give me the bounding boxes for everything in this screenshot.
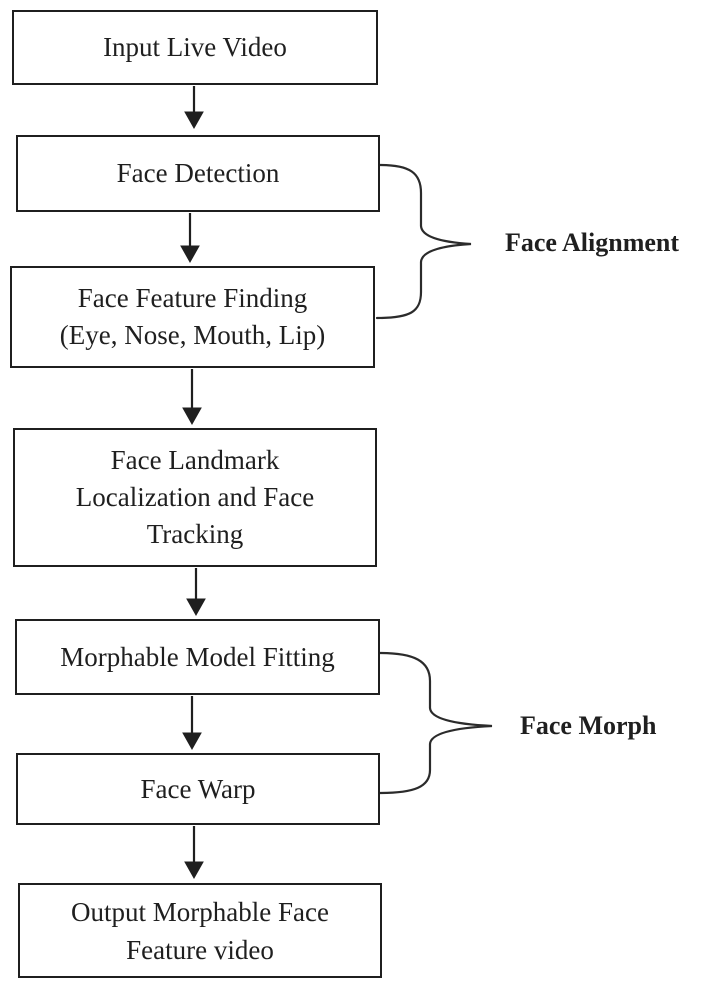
node-label: Output Morphable Face Feature video: [71, 896, 329, 965]
node-label: Face Landmark Localization and Face Trac…: [75, 445, 315, 549]
flow-arrow: [184, 86, 204, 130]
node-face-warp: Face Warp: [16, 753, 380, 825]
node-face-landmark-tracking: Face Landmark Localization and Face Trac…: [13, 428, 377, 567]
node-input-live-video: Input Live Video: [12, 10, 378, 85]
node-morphable-model-fitting: Morphable Model Fitting: [15, 619, 380, 695]
flow-arrow: [182, 696, 202, 751]
node-label: Face Warp: [140, 773, 256, 804]
flow-arrow: [180, 213, 200, 264]
flow-arrow: [186, 568, 206, 617]
node-face-detection: Face Detection: [16, 135, 380, 212]
node-output-morphable-face: Output Morphable Face Feature video: [18, 883, 382, 978]
flow-arrow: [184, 826, 204, 880]
face-morph-brace: [378, 651, 493, 795]
group-label-face-alignment: Face Alignment: [505, 228, 680, 257]
group-label-face-morph: Face Morph: [520, 711, 657, 740]
node-label: Face Detection: [116, 158, 280, 188]
face-alignment-brace: [375, 163, 472, 320]
flow-arrow: [182, 369, 202, 426]
node-label: Input Live Video: [103, 32, 287, 62]
node-label: Morphable Model Fitting: [60, 641, 335, 672]
node-face-feature-finding: Face Feature Finding (Eye, Nose, Mouth, …: [10, 266, 375, 368]
node-label: Face Feature Finding (Eye, Nose, Mouth, …: [59, 283, 326, 350]
